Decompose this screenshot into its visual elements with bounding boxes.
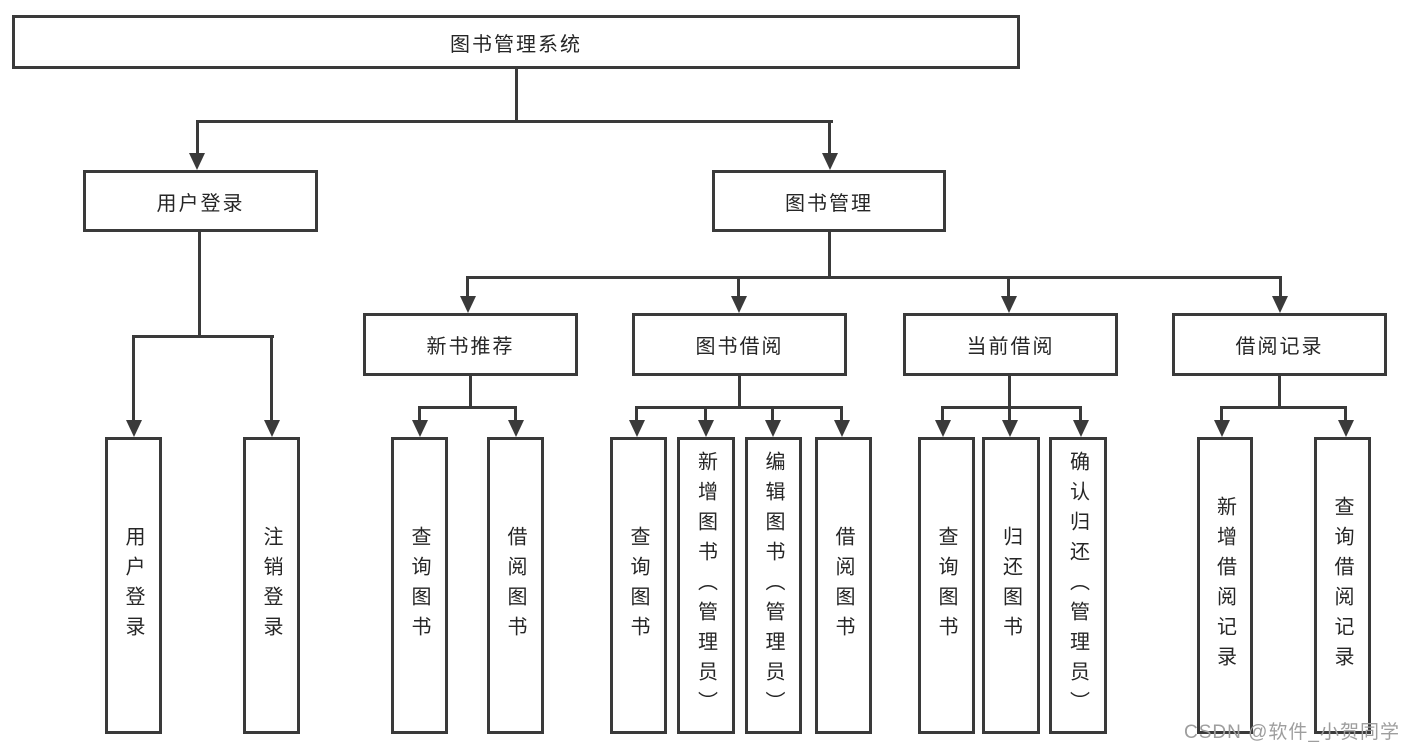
arrow-to-user-login (189, 153, 205, 170)
node-new-book-recommend: 新书推荐 (363, 313, 578, 376)
arrow-to-book-borrow (731, 296, 747, 313)
connector-bb-branch-2 (704, 406, 707, 421)
connector-mgmt-branch-2 (737, 276, 740, 298)
arrow-to-book-management (822, 153, 838, 170)
connector-mgmt-branch-1 (466, 276, 469, 298)
arrow-to-leaf-br-add (1214, 420, 1230, 437)
connector-cb-branch-2 (1008, 406, 1011, 421)
leaf-bb-query-book: 查询图书 (610, 437, 667, 734)
leaf-cb-query-book: 查询图书 (918, 437, 975, 734)
arrow-to-leaf-bb-add (698, 420, 714, 437)
connector-nb-branch-1 (418, 406, 421, 421)
leaf-bb-borrow-book: 借阅图书 (815, 437, 872, 734)
connector-login-stem (198, 232, 201, 335)
connector-root-stem (515, 69, 518, 120)
arrow-to-leaf-user-login (126, 420, 142, 437)
leaf-user-login: 用户登录 (105, 437, 162, 734)
arrow-to-leaf-cb-query (935, 420, 951, 437)
arrow-to-leaf-bb-edit (765, 420, 781, 437)
node-book-management: 图书管理 (712, 170, 946, 232)
leaf-nb-query-book: 查询图书 (391, 437, 448, 734)
arrow-to-leaf-bb-borrow (834, 420, 850, 437)
arrow-to-leaf-logout (264, 420, 280, 437)
leaf-cb-return-book: 归还图书 (982, 437, 1040, 734)
connector-login-branch-1 (132, 335, 135, 421)
connector-nb-stem (469, 376, 472, 407)
connector-cb-stem (1008, 376, 1011, 406)
node-borrow-record: 借阅记录 (1172, 313, 1387, 376)
leaf-cb-confirm-return-admin: 确认归还（管理员） (1049, 437, 1107, 734)
connector-bb-branch-3 (771, 406, 774, 421)
connector-login-split (132, 335, 274, 338)
leaf-bb-add-book-admin: 新增图书（管理员） (677, 437, 735, 734)
connector-nb-split (418, 406, 517, 409)
node-user-login: 用户登录 (83, 170, 318, 232)
arrow-to-borrow-record (1272, 296, 1288, 313)
arrow-to-new-book-recommend (460, 296, 476, 313)
leaf-logout: 注销登录 (243, 437, 300, 734)
connector-root-branch-right (828, 120, 831, 155)
connector-bb-stem (738, 376, 741, 406)
csdn-watermark: CSDN @软件_小贺同学 (1184, 722, 1400, 743)
connector-cb-split (941, 406, 1082, 409)
connector-bb-branch-4 (840, 406, 843, 421)
connector-br-branch-2 (1344, 406, 1347, 421)
arrow-to-leaf-nb-query (412, 420, 428, 437)
connector-cb-branch-3 (1079, 406, 1082, 421)
connector-br-stem (1278, 376, 1281, 406)
connector-cb-branch-1 (941, 406, 944, 421)
connector-br-split (1220, 406, 1347, 409)
connector-bb-split (635, 406, 843, 409)
arrow-to-leaf-nb-borrow (508, 420, 524, 437)
arrow-to-leaf-cb-return (1002, 420, 1018, 437)
arrow-to-leaf-bb-query (629, 420, 645, 437)
connector-br-branch-1 (1220, 406, 1223, 421)
connector-mgmt-stem (828, 232, 831, 276)
node-current-borrow: 当前借阅 (903, 313, 1118, 376)
connector-root-branch-left (196, 120, 199, 155)
connector-root-split (196, 120, 833, 123)
connector-login-branch-2 (270, 335, 273, 421)
connector-mgmt-branch-3 (1007, 276, 1010, 298)
connector-mgmt-split (466, 276, 1282, 279)
arrow-to-leaf-br-query (1338, 420, 1354, 437)
arrow-to-leaf-cb-confirm (1073, 420, 1089, 437)
leaf-bb-edit-book-admin: 编辑图书（管理员） (745, 437, 802, 734)
leaf-br-add-record: 新增借阅记录 (1197, 437, 1253, 734)
arrow-to-current-borrow (1001, 296, 1017, 313)
node-book-borrow: 图书借阅 (632, 313, 847, 376)
connector-bb-branch-1 (635, 406, 638, 421)
connector-nb-branch-2 (514, 406, 517, 421)
leaf-nb-borrow-book: 借阅图书 (487, 437, 544, 734)
connector-mgmt-branch-4 (1279, 276, 1282, 298)
node-root: 图书管理系统 (12, 15, 1020, 69)
leaf-br-query-record: 查询借阅记录 (1314, 437, 1371, 734)
